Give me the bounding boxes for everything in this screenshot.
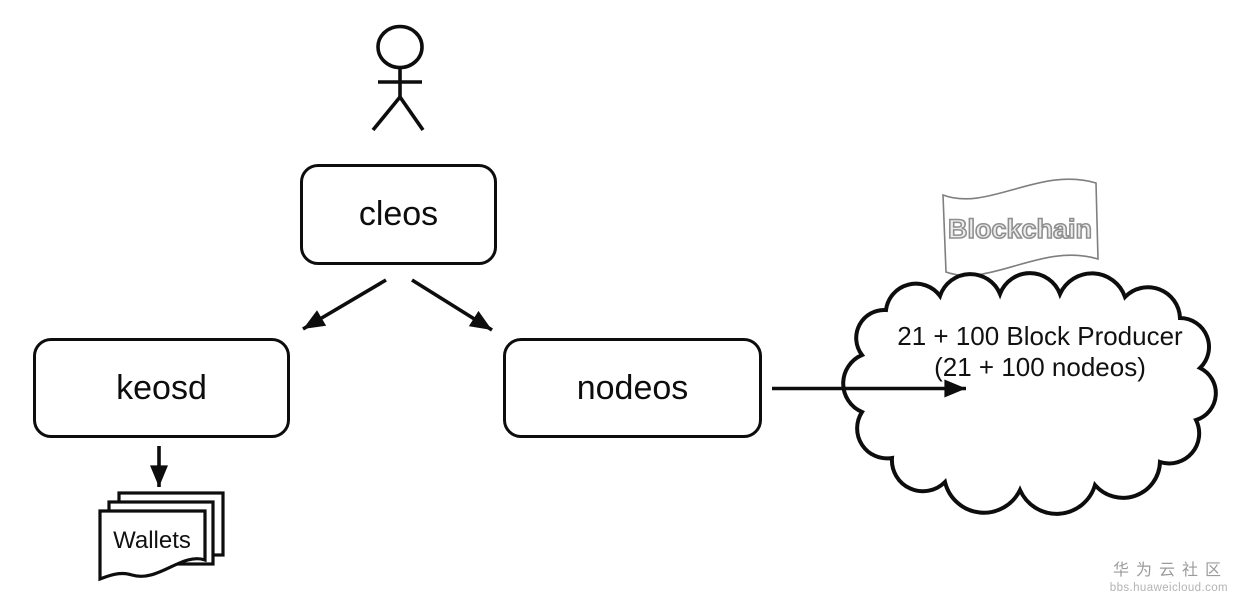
node-keosd-label: keosd (116, 368, 207, 407)
cloud-caption-line1: 21 + 100 Block Producer (897, 321, 1183, 351)
wallets-label: Wallets (113, 527, 191, 554)
wallets-stack-icon (98, 491, 225, 582)
watermark: 华为云社区 bbs.huaweicloud.com (1110, 556, 1228, 594)
watermark-site-url: bbs.huaweicloud.com (1109, 582, 1228, 594)
watermark-community-name: 华为云社区 (1112, 562, 1228, 579)
blockchain-cloud-shape (841, 271, 1218, 516)
node-cleos-label: cleos (358, 195, 439, 233)
node-nodeos: nodeos (503, 338, 762, 438)
arrow-cleos-to-keosd (302, 278, 387, 331)
user-actor-icon (371, 24, 425, 132)
node-keosd: keosd (33, 338, 290, 438)
arrow-cleos-to-nodeos (411, 278, 493, 332)
blockchain-cloud-caption: 21 + 100 Block Producer (21 + 100 nodeos… (855, 321, 1225, 383)
blockchain-flag-shape (942, 178, 1099, 277)
cloud-caption-line2: (21 + 100 nodeos) (934, 352, 1146, 382)
node-nodeos-label: nodeos (576, 368, 689, 407)
node-cleos: cleos (300, 164, 497, 265)
blockchain-flag-label: Blockchain (948, 214, 1092, 244)
